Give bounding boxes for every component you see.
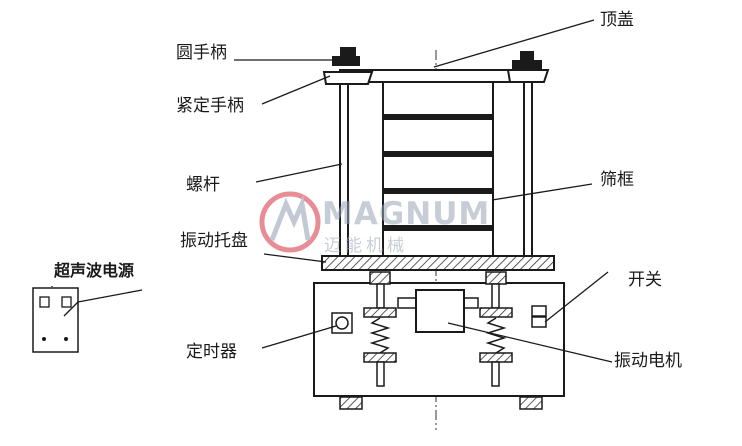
ultrasonic-power-box	[32, 287, 79, 353]
watermark-logo-mark	[259, 191, 321, 253]
power-switch	[531, 305, 547, 328]
timer-knob	[331, 312, 353, 334]
label-vibration-tray: 振动托盘	[180, 231, 248, 251]
label-timer: 定时器	[186, 342, 237, 362]
label-top-cover: 顶盖	[600, 10, 634, 30]
left-spring-mount	[363, 271, 397, 387]
right-spring-mount	[479, 271, 513, 387]
leader-lines	[51, 19, 613, 363]
watermark: MAGNUM 迈能机械	[258, 188, 498, 260]
label-screw-rod: 螺杆	[186, 175, 220, 195]
vibration-tray	[321, 255, 555, 271]
left-handle-assembly	[322, 47, 374, 85]
label-ultrasonic-power: 超声波电源	[54, 261, 135, 280]
watermark-subtitle: 迈能机械	[324, 236, 408, 256]
watermark-brand: MAGNUM	[322, 196, 491, 232]
right-foot	[519, 396, 543, 410]
label-tighten-handle: 紧定手柄	[176, 96, 244, 116]
label-vibration-motor: 振动电机	[614, 351, 682, 371]
sieve-frame-stack	[382, 81, 494, 257]
label-switch: 开关	[628, 270, 662, 290]
label-round-handle: 圆手柄	[176, 43, 227, 63]
right-screw-rod	[523, 81, 533, 257]
label-sieve-frame: 筛框	[600, 170, 634, 190]
right-handle-assembly	[506, 51, 550, 83]
left-foot	[339, 396, 363, 410]
